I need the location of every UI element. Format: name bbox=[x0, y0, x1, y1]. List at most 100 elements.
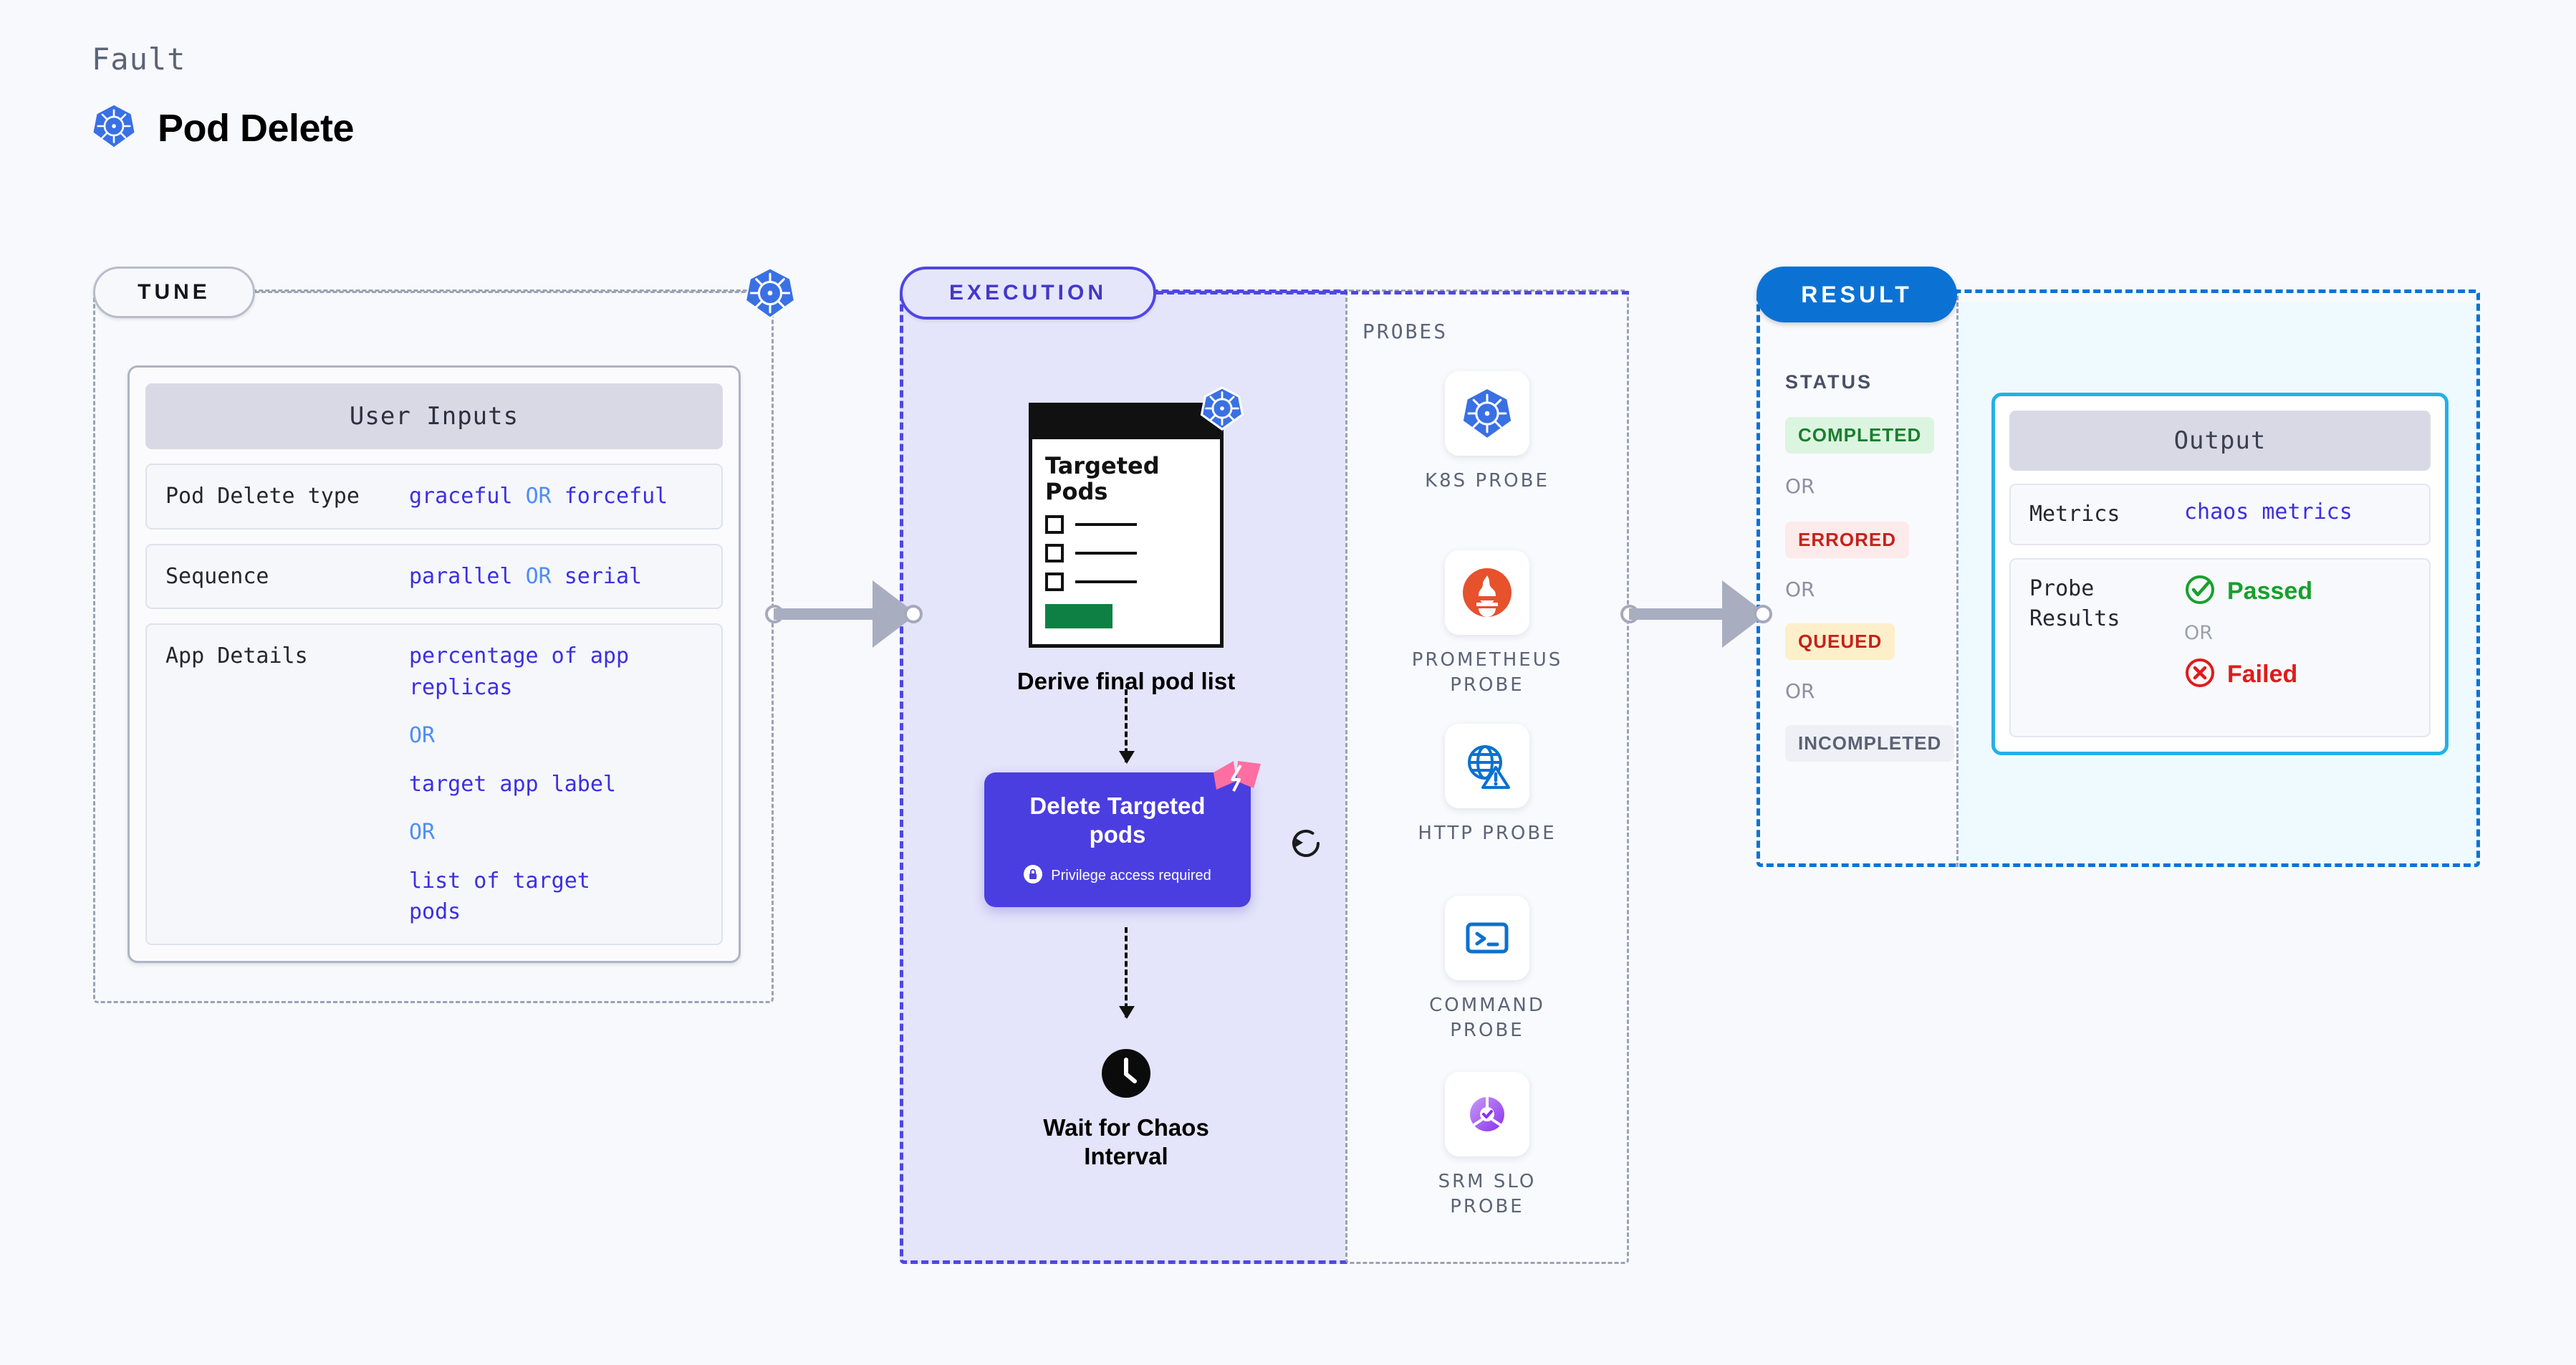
chaos-bolt-icon bbox=[1212, 760, 1264, 804]
probe-prometheus[interactable]: PROMETHEUS PROBE bbox=[1394, 550, 1580, 698]
execution-section-pill[interactable]: EXECUTION bbox=[900, 267, 1156, 320]
output-row-metrics[interactable]: Metrics chaos metrics bbox=[2009, 484, 2431, 545]
checkbox-icon bbox=[1045, 514, 1064, 534]
list-item bbox=[1045, 572, 1207, 591]
status-badge-queued: QUEUED bbox=[1785, 623, 1895, 660]
page-header: Fault Pod Delete bbox=[92, 42, 355, 152]
probe-command[interactable]: COMMAND PROBE bbox=[1394, 896, 1580, 1043]
connector-arrow-execution-to-result bbox=[1620, 580, 1772, 648]
status-label: STATUS bbox=[1785, 371, 1873, 393]
input-value: forceful bbox=[564, 484, 668, 509]
globe-warning-icon bbox=[1445, 724, 1529, 808]
tune-section-pill[interactable]: TUNE bbox=[93, 267, 255, 318]
passed-label: Passed bbox=[2227, 578, 2313, 605]
page-title: Pod Delete bbox=[158, 106, 355, 150]
value-separator: OR bbox=[409, 820, 436, 845]
output-card: Output Metrics chaos metrics Probe Resul… bbox=[1991, 393, 2448, 755]
value-separator: OR bbox=[525, 563, 552, 589]
status-bar bbox=[1045, 603, 1112, 628]
prometheus-flame-icon bbox=[1445, 550, 1529, 635]
targeted-pods-card: Targeted Pods bbox=[1029, 386, 1244, 648]
placeholder-line bbox=[1075, 551, 1137, 555]
probe-result-failed: Failed bbox=[2184, 657, 2312, 692]
output-header: Output bbox=[2009, 411, 2431, 471]
kubernetes-logo-icon bbox=[744, 267, 797, 320]
kubernetes-logo-icon bbox=[92, 104, 136, 152]
flow-arrow-delete-to-wait bbox=[1119, 927, 1135, 1019]
srm-slo-donut-icon bbox=[1445, 1072, 1529, 1156]
output-row-probe-results[interactable]: Probe Results Passed OR bbox=[2009, 558, 2431, 737]
flow-arrow-derive-to-delete bbox=[1119, 689, 1135, 764]
result-section bbox=[1756, 289, 2480, 867]
card-titlebar bbox=[1032, 406, 1220, 439]
derive-pod-list-node[interactable]: Targeted Pods Derive final pod list bbox=[1006, 386, 1246, 695]
failed-label: Failed bbox=[2227, 661, 2298, 688]
input-value: target app label bbox=[409, 771, 616, 797]
input-value-group: graceful OR forceful bbox=[409, 481, 668, 512]
input-value: list of target pods bbox=[409, 868, 590, 925]
privilege-note: Privilege access required bbox=[1024, 864, 1211, 888]
result-section-pill[interactable]: RESULT bbox=[1756, 267, 1957, 322]
privilege-note-text: Privilege access required bbox=[1051, 868, 1211, 884]
status-badge-completed: COMPLETED bbox=[1785, 417, 1935, 454]
status-separator: OR bbox=[1785, 474, 1815, 498]
fault-label: Fault bbox=[92, 42, 186, 77]
value-separator: OR bbox=[525, 484, 552, 509]
x-circle-icon bbox=[2184, 657, 2216, 692]
lock-icon bbox=[1024, 864, 1043, 888]
status-badge-errored: ERRORED bbox=[1785, 522, 1910, 558]
list-item bbox=[1045, 514, 1207, 534]
status-separator: OR bbox=[1785, 679, 1815, 703]
input-row-pod-delete-type[interactable]: Pod Delete type graceful OR forceful bbox=[145, 464, 723, 530]
output-key: Probe Results bbox=[2029, 576, 2120, 631]
input-value: serial bbox=[564, 563, 643, 589]
checkbox-icon bbox=[1045, 572, 1064, 591]
probe-result-values: Passed OR Failed bbox=[2184, 574, 2312, 692]
status-separator: OR bbox=[1785, 578, 1815, 601]
probe-label: COMMAND PROBE bbox=[1429, 995, 1545, 1042]
probe-label: PROMETHEUS PROBE bbox=[1411, 649, 1563, 696]
status-badge-incompleted: INCOMPLETED bbox=[1785, 725, 1955, 762]
tune-dashed-connector bbox=[255, 291, 778, 293]
kubernetes-logo-icon bbox=[1445, 371, 1529, 456]
kubernetes-logo-icon bbox=[1200, 386, 1244, 431]
fault-title-row: Pod Delete bbox=[92, 104, 355, 152]
input-value-group: parallel OR serial bbox=[409, 561, 642, 593]
delete-card-title: Delete Targeted pods bbox=[1029, 792, 1206, 848]
placeholder-line bbox=[1075, 580, 1137, 583]
connector-arrow-tune-to-execution bbox=[765, 580, 923, 648]
probe-label: HTTP PROBE bbox=[1418, 823, 1557, 844]
input-key: App Details bbox=[165, 643, 308, 669]
probes-label: PROBES bbox=[1363, 320, 1448, 343]
tune-section bbox=[93, 289, 774, 1003]
input-row-app-details[interactable]: App Details percentage of app replicas O… bbox=[145, 623, 723, 945]
input-value: percentage of app replicas bbox=[409, 643, 630, 700]
check-circle-icon bbox=[2184, 574, 2216, 609]
probe-result-separator: OR bbox=[2184, 622, 2214, 644]
probe-srm-slo[interactable]: SRM SLO PROBE bbox=[1394, 1072, 1580, 1220]
wait-for-chaos-interval-node[interactable]: Wait for Chaos Interval bbox=[1020, 1048, 1232, 1172]
probe-label: K8S PROBE bbox=[1425, 470, 1549, 492]
output-key: Metrics bbox=[2029, 502, 2120, 527]
input-value-group: percentage of app replicas OR target app… bbox=[409, 641, 645, 928]
probe-label: SRM SLO PROBE bbox=[1438, 1171, 1537, 1218]
wait-label: Wait for Chaos Interval bbox=[1043, 1114, 1209, 1170]
targeted-pods-title: Targeted Pods bbox=[1045, 452, 1160, 505]
probe-k8s[interactable]: K8S PROBE bbox=[1394, 371, 1580, 494]
value-separator: OR bbox=[409, 723, 436, 748]
probe-http[interactable]: HTTP PROBE bbox=[1394, 724, 1580, 846]
repeat-icon bbox=[1287, 824, 1325, 863]
input-value: graceful bbox=[409, 484, 513, 509]
input-row-sequence[interactable]: Sequence parallel OR serial bbox=[145, 543, 723, 609]
terminal-icon bbox=[1445, 896, 1529, 980]
list-item bbox=[1045, 543, 1207, 562]
clock-icon bbox=[1100, 1048, 1152, 1099]
input-key: Sequence bbox=[165, 563, 269, 589]
placeholder-line bbox=[1075, 522, 1137, 526]
delete-targeted-pods-node[interactable]: Delete Targeted pods Privilege access re… bbox=[984, 761, 1261, 907]
output-value: chaos metrics bbox=[2184, 499, 2352, 525]
input-key: Pod Delete type bbox=[165, 484, 360, 509]
card-body: Targeted Pods bbox=[1032, 439, 1220, 644]
checkbox-icon bbox=[1045, 543, 1064, 562]
user-inputs-card: User Inputs Pod Delete type graceful OR … bbox=[128, 365, 741, 963]
